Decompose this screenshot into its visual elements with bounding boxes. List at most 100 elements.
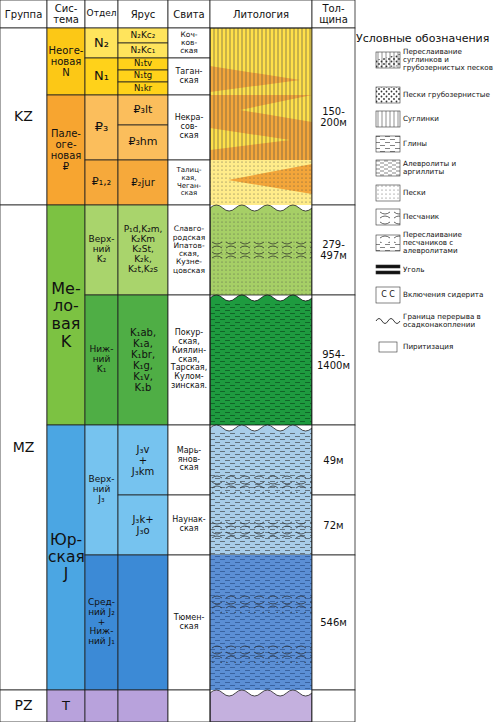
table-cell-background [312,555,355,690]
table-cell-background [0,0,47,28]
cell-frame: ₽₁,₂ [85,160,118,205]
thickness-value: 954- 1400м [317,349,350,371]
cell-frame: Глины [403,130,500,158]
table-cell-background [118,495,168,555]
cell-frame: ₽₂jur [118,160,168,205]
table-cell-background [168,95,210,160]
column-header: Отдел [87,9,117,19]
cell-frame: Переслаивание суглинков и грубозернистых… [403,46,500,74]
cell-frame: MZ [0,205,47,690]
cell-frame: 72м [312,495,355,555]
table-cell-background [118,70,168,82]
table-cell-background [312,690,355,722]
cell-frame: 150- 200м [312,28,355,205]
table-cell-background [85,58,118,95]
table-cell-background [47,0,85,28]
table-cell-background [312,425,355,495]
table-cell-background [118,28,168,43]
cell-frame: Некра- сов- ская [168,95,210,160]
legend-text: Песчаник [403,213,439,221]
cell-frame: Таган- ская [168,58,210,95]
cell-frame: Наунак- ская [168,495,210,555]
table-cell-background [118,82,168,95]
cell-frame: Верх- ний J₃ [85,425,118,555]
cell-frame: Тол- щина [312,0,355,28]
table-cell-background [85,295,118,425]
cell-frame: Граница перерыва в осадконакоплении [403,307,500,335]
thickness-value: 279- 497м [320,239,347,261]
cell-frame: 546м [312,555,355,690]
cell-frame: ₽₃ [85,95,118,160]
cell-frame: Суглинки [403,105,500,133]
cell-frame: ₽₃hm [118,125,168,160]
table-cell-background [118,0,168,28]
cell-frame: T [47,690,85,722]
legend-text: Переслаивание суглинков и грубозернистых… [403,48,498,72]
cell-frame: Тюмен- ская [168,555,210,690]
cell-frame: Верх- ний K₂ [85,205,118,295]
table-cell-background [47,425,85,690]
table-cell-background [168,425,210,495]
stage-name: P₁d,K₂m, K₂Km K₂St, K₂k, K₂t,K₂s [124,225,163,274]
series-name: Сред- ний J₂ + Ниж- ний J₁ [88,598,115,647]
cell-frame: Юр- ская J [47,425,85,690]
table-cell-background [47,95,85,205]
formation-name: Талиц- кая, Чеган- ская [177,167,202,198]
table-cell-background [118,295,168,425]
stage-name: ₽₂jur [131,177,155,188]
thickness-value: 150- 200м [320,106,347,128]
cell-frame: Неоге- новая N [47,28,85,95]
cell-frame: Коч- ков- ская [168,28,210,58]
cell-frame: Свита [168,0,210,28]
legend-text: Пески [403,189,426,197]
cell-frame: KZ [0,28,47,205]
table-cell-background [168,160,210,205]
cretaceous-beds [210,205,312,425]
thickness-value: 49м [323,455,343,466]
system-name: T [62,699,70,713]
group-name: PZ [14,698,32,713]
stage-name: ₽₃hm [128,136,157,148]
legend-text: Включения сидерита [403,291,483,299]
cell-frame: Пески [403,179,500,207]
cell-frame: Пиритизация [403,333,500,361]
table-cell-background [312,28,355,205]
legend-text: Пески грубозернистые [403,91,490,99]
cell-frame: N₁tg [118,70,168,82]
cell-frame: Пески грубозернистые [403,81,500,109]
cell-frame: Отдел [85,0,118,28]
cell-frame: P₁d,K₂m, K₂Km K₂St, K₂k, K₂t,K₂s [118,205,168,295]
formation-name: Коч- ков- ская [180,31,198,56]
stage-name: N₁kr [134,84,152,93]
cell-frame: Уголь [403,256,500,284]
cell-frame: ₽₃lt [118,95,168,125]
table-cell-background [118,160,168,205]
cell-frame: Ярус [118,0,168,28]
cell-frame: N₁tv [118,58,168,70]
stage-name: N₁tv [134,59,152,68]
table-cell-background [85,555,118,690]
cell-frame: Включения сидерита [403,281,500,309]
table-cell-background [168,690,210,722]
table-cell-background [85,160,118,205]
cell-frame: 279- 497м [312,205,355,295]
table-cell-background [118,95,168,125]
cell-frame: 954- 1400м [312,295,355,425]
stage-name: J₃k+ J₃o [132,514,153,536]
cell-frame: Славго- родская Ипатов- ская, Кузне- цов… [168,205,210,295]
formation-name: Некра- сов- ская [175,114,204,140]
cell-frame: Талиц- кая, Чеган- ская [168,160,210,205]
system-name: Ме- ло- вая K [51,280,80,350]
series-name: Верх- ний J₃ [89,475,115,505]
formation-name: Марь- янов- ская [177,447,201,473]
cell-frame: Переслаивание песчаников с алевролитами [403,229,500,257]
table-cell-background [168,295,210,425]
table-cell-background [168,0,210,28]
table-cell-background [168,28,210,58]
legend-text: Алевролиты и аргиллиты [403,160,498,176]
cell-frame: Условные обозначения [356,28,501,50]
thickness-value: 72м [323,520,343,531]
column-header: Ярус [131,9,156,20]
column-header: Группа [5,9,43,20]
